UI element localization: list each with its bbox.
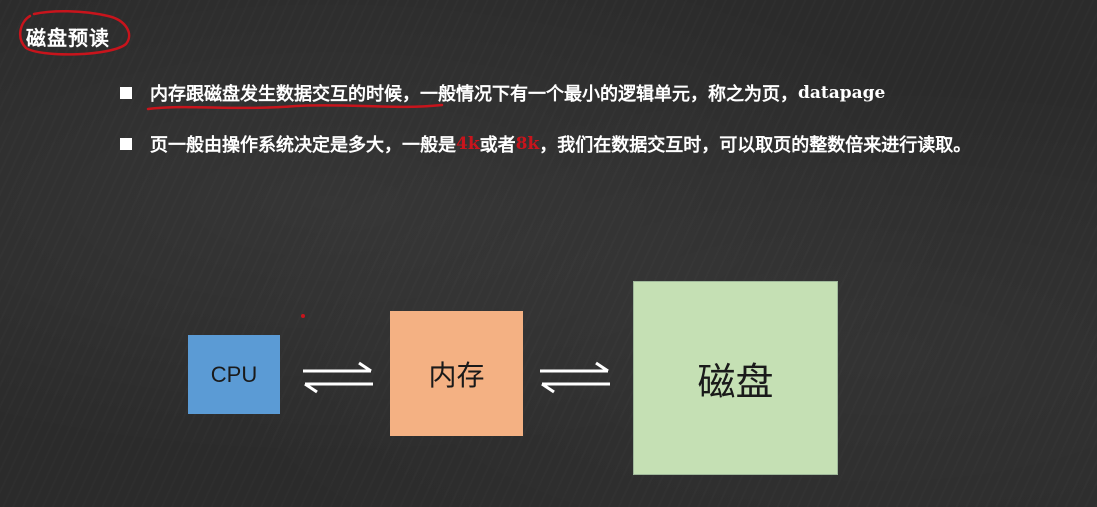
- bullet-text: ，一般情况下有一个最小的逻辑单元，称之为页，: [402, 84, 798, 105]
- bullet-text: 或者: [479, 135, 516, 156]
- title-group: 磁盘预读: [12, 8, 137, 58]
- bullet-square-icon: [120, 87, 132, 99]
- disk-node: 磁盘: [633, 281, 838, 475]
- slide-title: 磁盘预读: [26, 26, 110, 50]
- memory-label: 内存: [428, 358, 485, 392]
- pointer-dot: [301, 314, 305, 318]
- bullet-text: 页一般由操作系统决定是多大，一般是: [150, 135, 456, 156]
- bidirectional-arrow-icon: [303, 361, 373, 394]
- bidirectional-arrow-icon: [540, 361, 610, 394]
- underlined-text: 内存跟磁盘发生数据交互的时候: [150, 84, 402, 105]
- highlight-value: 4k: [456, 134, 480, 154]
- memory-node: 内存: [390, 311, 523, 436]
- bullet-item: 页一般由操作系统决定是多大，一般是 4k 或者 8k ，我们在数据交互时，可以取…: [120, 131, 971, 157]
- highlight-value: 8k: [515, 134, 540, 154]
- bullet-text: ，我们在数据交互时，可以取页的整数倍来进行读取。: [539, 135, 972, 156]
- annotation-circle: [18, 9, 131, 56]
- bullet-latin-term: datapage: [798, 83, 886, 103]
- disk-label: 磁盘: [697, 359, 774, 404]
- cpu-label: CPU: [210, 361, 258, 387]
- cpu-node: CPU: [188, 335, 280, 414]
- bullet-square-icon: [120, 138, 132, 150]
- underlined-phrase: 内存跟磁盘发生数据交互的时候: [146, 80, 444, 111]
- bullet-item: 内存跟磁盘发生数据交互的时候 ，一般情况下有一个最小的逻辑单元，称之为页， da…: [120, 80, 886, 111]
- annotation-underline: [146, 103, 444, 111]
